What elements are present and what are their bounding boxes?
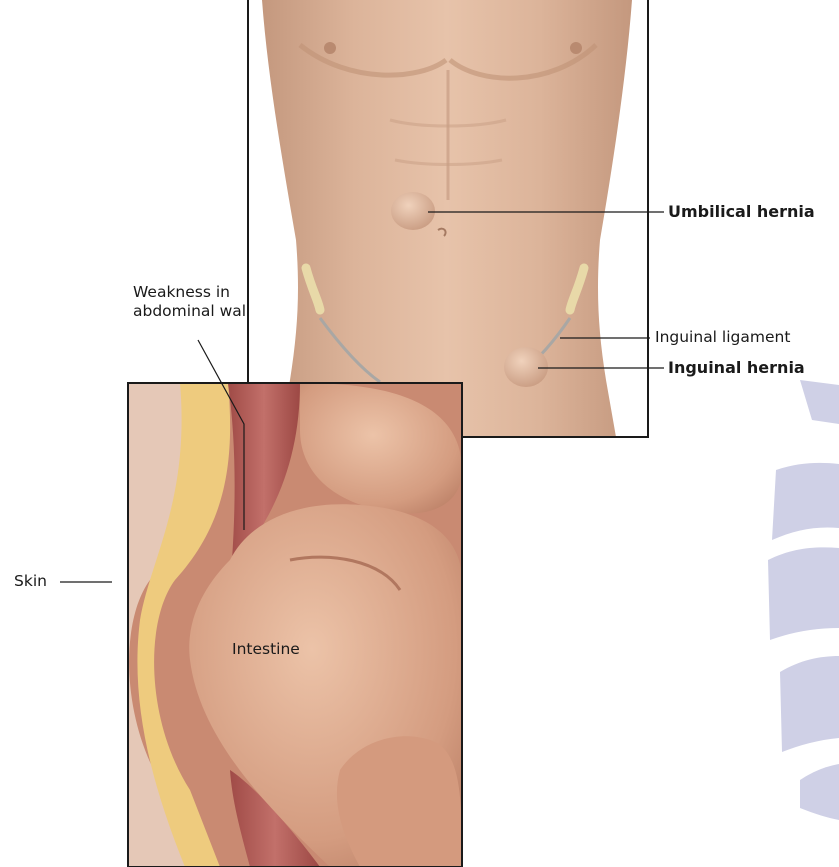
label-inguinal-hernia: Inguinal hernia bbox=[668, 358, 805, 377]
label-intestine: Intestine bbox=[232, 640, 300, 659]
cross-section-inset bbox=[120, 383, 462, 867]
label-skin: Skin bbox=[14, 572, 47, 591]
label-inguinal-ligament: Inguinal ligament bbox=[655, 328, 790, 347]
watermark-logo bbox=[768, 380, 839, 820]
torso-illustration bbox=[248, 0, 648, 437]
label-umbilical-hernia: Umbilical hernia bbox=[668, 202, 815, 221]
label-weakness-abdominal-wall: Weakness in abdominal wall bbox=[133, 283, 250, 321]
